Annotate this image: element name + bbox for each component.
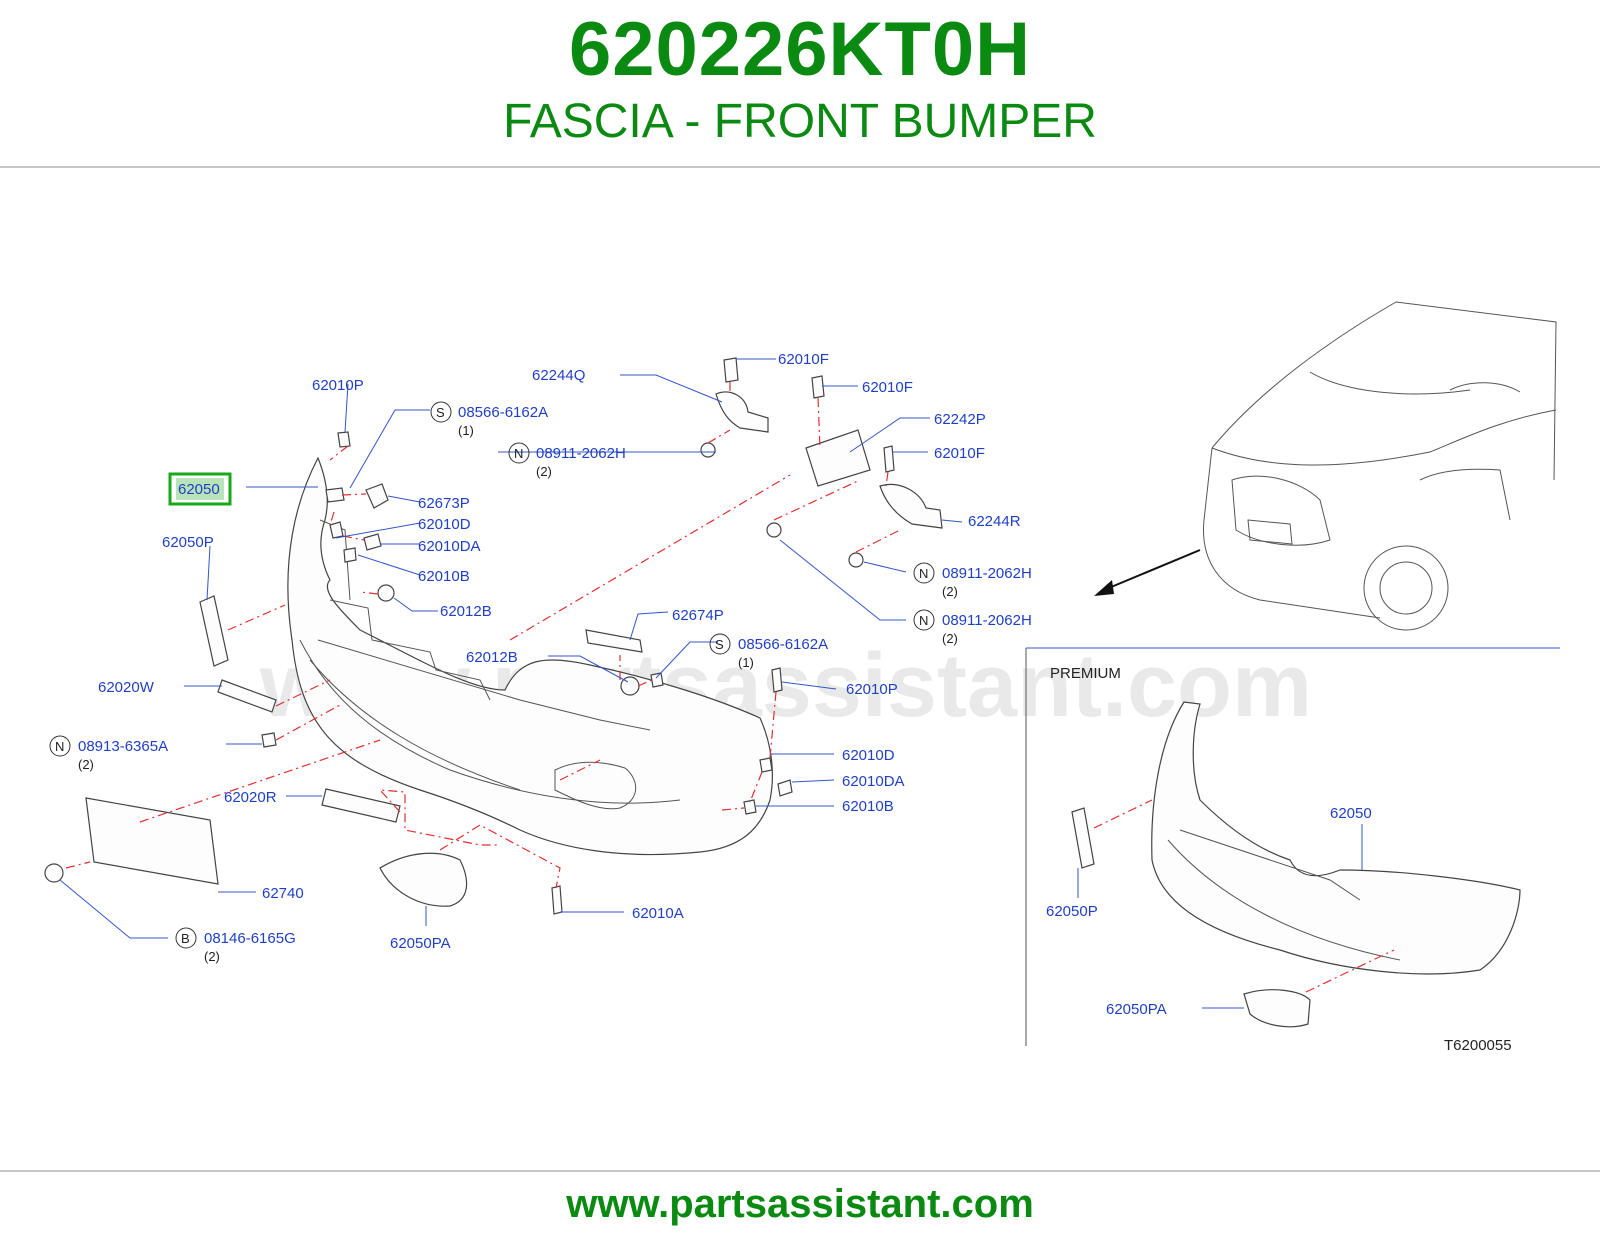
qty-08146: (2) — [204, 949, 220, 964]
callout-08146[interactable]: 08146-6165G — [204, 930, 296, 947]
callout-62010D-left[interactable]: 62010D — [418, 516, 471, 533]
arrow-head-icon — [1094, 580, 1114, 596]
part-number-title: 620226KT0H — [568, 7, 1032, 92]
qty-08911-top: (2) — [536, 464, 552, 479]
circle-letter-n1: N — [514, 446, 523, 461]
callout-leader-lines — [59, 358, 963, 939]
nut-symbol-icon — [49, 735, 71, 757]
callout-62010P-top[interactable]: 62010P — [312, 377, 364, 394]
callout-62010P-mid[interactable]: 62010P — [846, 681, 898, 698]
highlighted-callout-box — [168, 472, 232, 506]
view-direction-arrow — [1103, 549, 1201, 591]
assembly-guide-lines — [65, 382, 901, 889]
screw-symbol-icon — [430, 401, 452, 423]
callout-62740[interactable]: 62740 — [262, 885, 304, 902]
qty-08566-mid: (1) — [738, 655, 754, 670]
callout-62674P[interactable]: 62674P — [672, 607, 724, 624]
header-divider — [0, 166, 1600, 168]
callout-62012B-mid[interactable]: 62012B — [466, 649, 518, 666]
highlighted-callout-fill — [176, 478, 224, 500]
callout-62010F-a[interactable]: 62010F — [778, 351, 829, 368]
callout-08566-mid[interactable]: 08566-6162A — [738, 636, 828, 653]
callout-62050-highlighted[interactable]: 62050 — [178, 481, 220, 498]
callout-labels: 62050 62010P S 08566-6162A (1) 62244Q 62… — [49, 351, 1512, 1054]
footer-divider — [0, 1170, 1600, 1172]
callout-62242P[interactable]: 62242P — [934, 411, 986, 428]
vehicle-overview-drawing — [1203, 301, 1557, 631]
parts-diagram: www.partsassistant.com — [44, 301, 1560, 1054]
circle-letter-n2: N — [919, 566, 928, 581]
page-header: 620226KT0H FASCIA - FRONT BUMPER — [0, 0, 1600, 168]
screw-symbol-icon — [709, 633, 731, 655]
callout-08911-low[interactable]: 08911-2062H — [942, 612, 1032, 629]
nut-symbol-icon — [913, 562, 935, 584]
callout-62010B-left[interactable]: 62010B — [418, 568, 470, 585]
callout-62244Q[interactable]: 62244Q — [532, 367, 585, 384]
callout-62010DA-right[interactable]: 62010DA — [842, 773, 905, 790]
callout-62020W[interactable]: 62020W — [98, 679, 155, 696]
callout-62020R[interactable]: 62020R — [224, 789, 277, 806]
small-parts — [44, 357, 943, 915]
callout-08913[interactable]: 08913-6365A — [78, 738, 168, 755]
qty-08911-low: (2) — [942, 631, 958, 646]
callout-62010B-right[interactable]: 62010B — [842, 798, 894, 815]
qty-08913: (2) — [78, 757, 94, 772]
callout-inset-62050[interactable]: 62050 — [1330, 805, 1372, 822]
callout-62012B-right[interactable]: 62012B — [440, 603, 492, 620]
part-name-subtitle: FASCIA - FRONT BUMPER — [503, 95, 1097, 148]
circle-letter-n3: N — [919, 613, 928, 628]
premium-inset: PREMIUM — [1025, 647, 1560, 1046]
footer-site-url[interactable]: www.partsassistant.com — [566, 1182, 1034, 1226]
qty-08911-mid: (2) — [942, 584, 958, 599]
callout-08911-top[interactable]: 08911-2062H — [536, 445, 626, 462]
premium-inset-label: PREMIUM — [1050, 665, 1121, 682]
qty-08566-top: (1) — [458, 423, 474, 438]
callout-62244R[interactable]: 62244R — [968, 513, 1021, 530]
callout-62010D-right[interactable]: 62010D — [842, 747, 895, 764]
callout-inset-62050P[interactable]: 62050P — [1046, 903, 1098, 920]
circle-letter-s2: S — [715, 637, 724, 652]
callout-62010DA-left[interactable]: 62010DA — [418, 538, 481, 555]
circle-letter-n4: N — [55, 739, 64, 754]
callout-62010F-c[interactable]: 62010F — [934, 445, 985, 462]
callout-62050PA[interactable]: 62050PA — [390, 935, 451, 952]
bolt-symbol-icon — [175, 927, 197, 949]
nut-symbol-icon — [913, 609, 935, 631]
callout-08911-mid[interactable]: 08911-2062H — [942, 565, 1032, 582]
callout-62050P[interactable]: 62050P — [162, 534, 214, 551]
callout-inset-62050PA[interactable]: 62050PA — [1106, 1001, 1167, 1018]
circle-letter-s1: S — [436, 405, 445, 420]
callout-62673P[interactable]: 62673P — [418, 495, 470, 512]
callout-62010A[interactable]: 62010A — [632, 905, 684, 922]
callout-08566-top[interactable]: 08566-6162A — [458, 404, 548, 421]
circle-letter-b1: B — [181, 931, 190, 946]
nut-symbol-icon — [508, 442, 530, 464]
callout-62010F-b[interactable]: 62010F — [862, 379, 913, 396]
figure-code: T6200055 — [1444, 1037, 1512, 1054]
